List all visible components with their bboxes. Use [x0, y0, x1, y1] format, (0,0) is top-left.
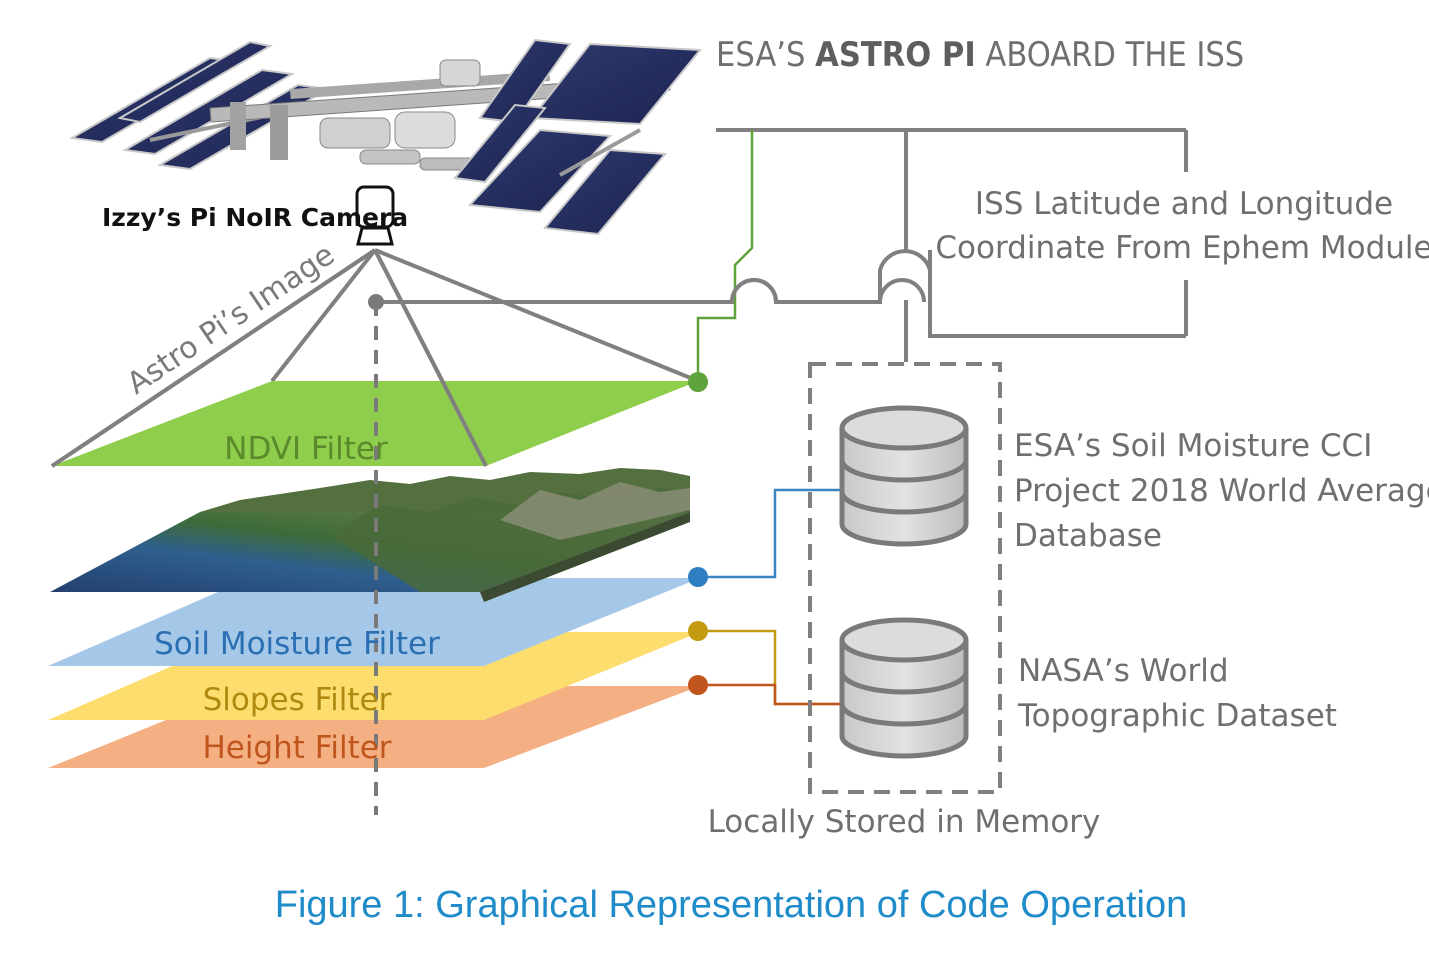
- iss-truss: [209, 59, 671, 171]
- slopes-filter-label: Slopes Filter: [203, 682, 392, 718]
- header-bold: ASTRO PI: [815, 35, 976, 75]
- iss-coords-line1: ISS Latitude and Longitude: [975, 186, 1393, 222]
- camera-frustum-front: [50, 248, 488, 468]
- image-label: Astro Pi’s Image: [121, 237, 341, 401]
- camera-label: Izzy’s Pi NoIR Camera: [102, 203, 408, 232]
- ndvi-bridge: [730, 278, 778, 303]
- figure-caption: Figure 1: Graphical Representation of Co…: [275, 884, 1188, 926]
- topo-db-line1: NASA’s World: [1018, 653, 1229, 689]
- iss-illustration: [68, 38, 703, 236]
- height-connector: [698, 683, 842, 706]
- topo-db-line2: Topographic Dataset: [1017, 698, 1337, 734]
- soil-connector: [698, 488, 842, 579]
- soil-db-line3: Database: [1014, 518, 1162, 554]
- height-filter-label: Height Filter: [202, 730, 391, 766]
- header-title: ESA’S ASTRO PI ABOARD THE ISS: [716, 35, 1244, 75]
- terrain-model: [50, 468, 690, 602]
- ndvi-connector: [696, 130, 754, 382]
- soil-database-icon: [839, 405, 969, 547]
- slopes-node: [688, 621, 708, 641]
- soil-node: [688, 567, 708, 587]
- topo-database-icon: [839, 617, 969, 759]
- ndvi-node: [688, 372, 708, 392]
- header-prefix: ESA’S: [716, 35, 815, 75]
- memory-label: Locally Stored in Memory: [708, 804, 1101, 840]
- iss-solar-array-right: [453, 38, 703, 236]
- iss-coords-line2: Coordinate From Ephem Module: [935, 230, 1429, 266]
- ndvi-filter-label: NDVI Filter: [224, 431, 388, 467]
- soil-db-line2: Project 2018 World Average: [1014, 473, 1429, 509]
- soil-moisture-filter-label: Soil Moisture Filter: [154, 626, 440, 662]
- header-suffix: ABOARD THE ISS: [976, 35, 1245, 75]
- slopes-connector: [698, 629, 842, 706]
- memory-box: [808, 362, 1002, 794]
- camera-icon: [355, 185, 395, 246]
- soil-db-line1: ESA’s Soil Moisture CCI: [1014, 428, 1372, 464]
- height-node: [688, 675, 708, 695]
